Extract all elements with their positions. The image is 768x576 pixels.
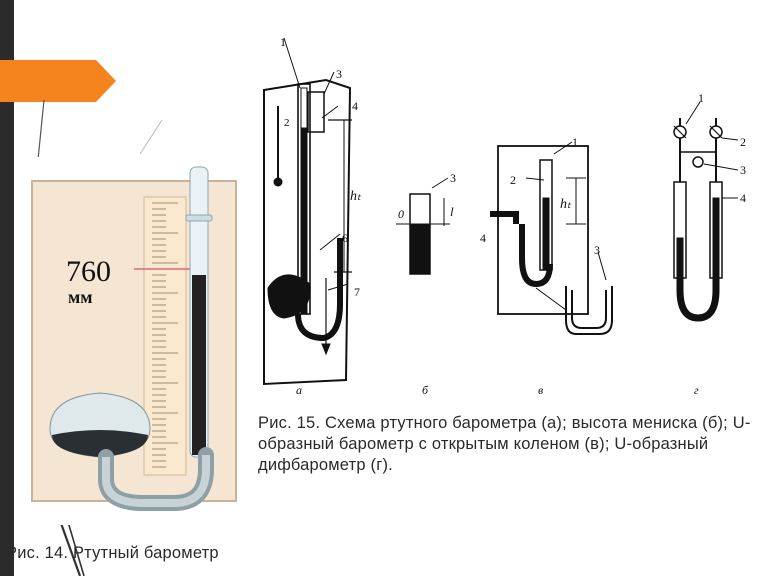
svg-text:7: 7 <box>354 285 360 299</box>
orange-arrow-tab <box>0 60 116 102</box>
pressure-unit-label: мм <box>68 287 93 307</box>
slide-side-bar <box>0 0 14 576</box>
svg-text:0: 0 <box>398 207 404 221</box>
svg-text:г: г <box>694 383 699 397</box>
svg-text:б: б <box>422 383 429 397</box>
svg-text:1: 1 <box>572 135 578 149</box>
svg-text:3: 3 <box>450 171 456 185</box>
svg-text:l: l <box>450 204 454 219</box>
figure-15-caption: Рис. 15. Схема ртутного барометра (а); в… <box>258 414 751 474</box>
svg-text:2: 2 <box>510 173 516 187</box>
svg-text:3: 3 <box>740 163 746 177</box>
panel-a-diagram: 1 2 3 4 6 7 hₜ а <box>263 35 362 397</box>
panel-c-diagram: 1 2 4 3 hₜ в <box>480 135 613 397</box>
svg-text:3: 3 <box>594 243 600 257</box>
mercury-barometer-image: 760 мм <box>14 157 244 525</box>
svg-text:1: 1 <box>698 91 704 105</box>
figure-14-caption: Рис. 14. Ртутный барометр <box>6 544 219 562</box>
svg-text:а: а <box>296 383 302 397</box>
svg-text:в: в <box>538 383 543 397</box>
svg-text:6: 6 <box>342 231 348 245</box>
svg-text:hₜ: hₜ <box>560 197 572 212</box>
barometer-schematics-image: 1 2 3 4 6 7 hₜ а 3 0 l б <box>254 28 768 406</box>
svg-text:hₜ: hₜ <box>350 189 362 204</box>
pressure-value-label: 760 <box>66 255 111 288</box>
svg-text:2: 2 <box>740 135 746 149</box>
svg-text:2: 2 <box>284 117 290 129</box>
svg-text:4: 4 <box>740 191 746 205</box>
panel-d-diagram: 1 2 3 4 г <box>673 91 746 397</box>
svg-text:4: 4 <box>480 231 486 245</box>
svg-text:1: 1 <box>280 35 286 49</box>
svg-text:4: 4 <box>352 99 358 113</box>
panel-b-diagram: 3 0 l б <box>396 171 456 397</box>
svg-text:3: 3 <box>336 67 342 81</box>
